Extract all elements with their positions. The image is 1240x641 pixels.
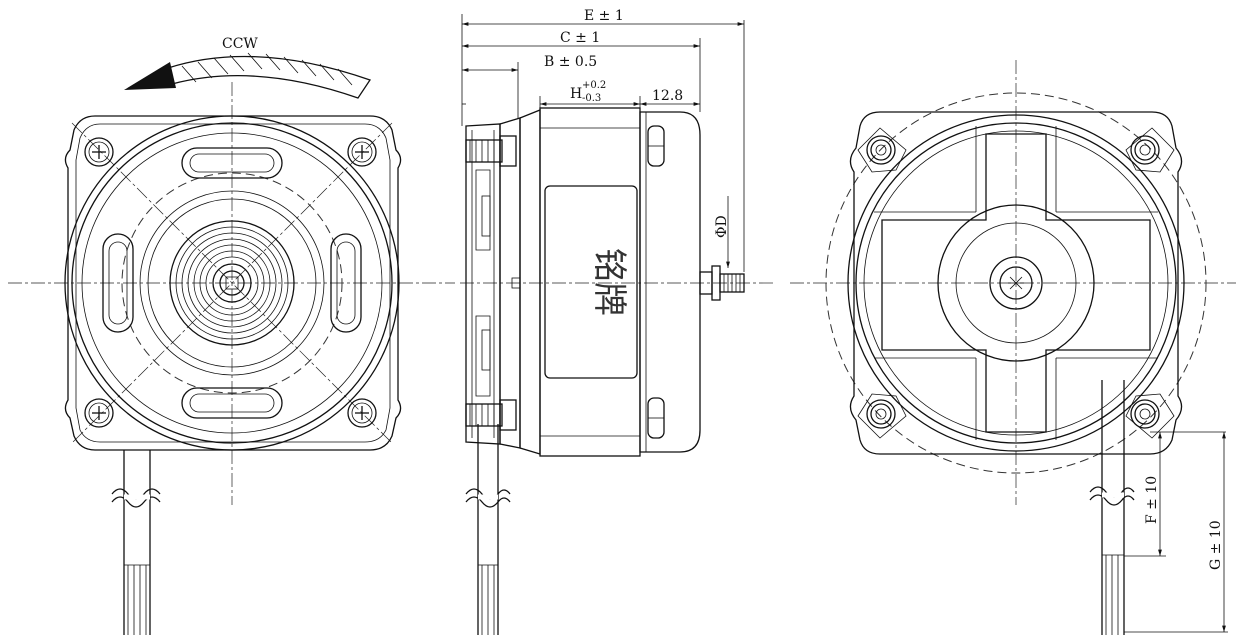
- side-screw-top: [465, 135, 517, 167]
- dim-F-label: F ± 10: [1144, 476, 1160, 524]
- rear-lead-wires: [1089, 380, 1135, 635]
- front-vent-slot-bottom: [181, 387, 283, 419]
- rotation-label: CCW: [222, 36, 258, 52]
- front-lead-wires: [111, 450, 161, 635]
- dim-shaft-length-label: 12.8: [652, 88, 683, 104]
- front-mounting-screw: [347, 137, 377, 167]
- front-bell-outer: [64, 115, 400, 451]
- rotation-direction-arrow: [124, 52, 372, 99]
- side-bolt-head-top: [647, 125, 665, 167]
- rear-bell-outer: [847, 114, 1185, 452]
- rear-mounting-nut: [1130, 399, 1160, 429]
- rear-dashed-envelope: [825, 92, 1207, 474]
- rear-housing-outline: [849, 111, 1183, 455]
- front-vent-slot-top: [181, 147, 283, 179]
- side-view: 铭牌: [460, 8, 775, 635]
- dim-G-label: G ± 10: [1208, 520, 1224, 570]
- front-mounting-screw: [347, 398, 377, 428]
- front-pitch-circle: [121, 172, 343, 394]
- rear-shaft-bearing: [999, 266, 1033, 300]
- side-front-bell: [639, 111, 701, 453]
- dim-H-upper-tolerance: +0.2: [582, 80, 606, 91]
- side-lead-wires: [465, 424, 511, 635]
- rear-view: F ± 10 G ± 10: [790, 60, 1236, 635]
- rear-mounting-nut: [866, 399, 896, 429]
- nameplate-label: 铭牌: [589, 248, 629, 316]
- rear-hub-ring: [937, 204, 1095, 362]
- front-diagonal-centerline: [71, 122, 393, 444]
- front-view: CCW: [8, 36, 455, 635]
- side-bolt-head-bottom: [647, 397, 665, 439]
- dim-B-label: B ± 0.5: [544, 54, 597, 70]
- dim-H-lower-tolerance: -0.3: [582, 93, 601, 104]
- front-vent-slot-right: [330, 233, 362, 333]
- rear-cross-rib: [881, 133, 1151, 433]
- front-housing-outline: [64, 115, 402, 451]
- nameplate-area: [544, 185, 638, 379]
- front-vent-slot-left: [102, 233, 134, 333]
- dim-E-label: E ± 1: [584, 8, 624, 24]
- side-mounting-bracket: [465, 123, 501, 445]
- dim-H-label: H: [570, 86, 582, 102]
- side-shaft: [699, 265, 745, 301]
- front-mounting-screw: [84, 137, 114, 167]
- front-mounting-screw: [84, 398, 114, 428]
- dim-C-label: C ± 1: [560, 30, 600, 46]
- front-shaft-end: [219, 270, 245, 296]
- rear-mounting-nut: [1130, 135, 1160, 165]
- side-screw-bottom: [465, 399, 517, 431]
- dim-D-label: ΦD: [714, 215, 730, 238]
